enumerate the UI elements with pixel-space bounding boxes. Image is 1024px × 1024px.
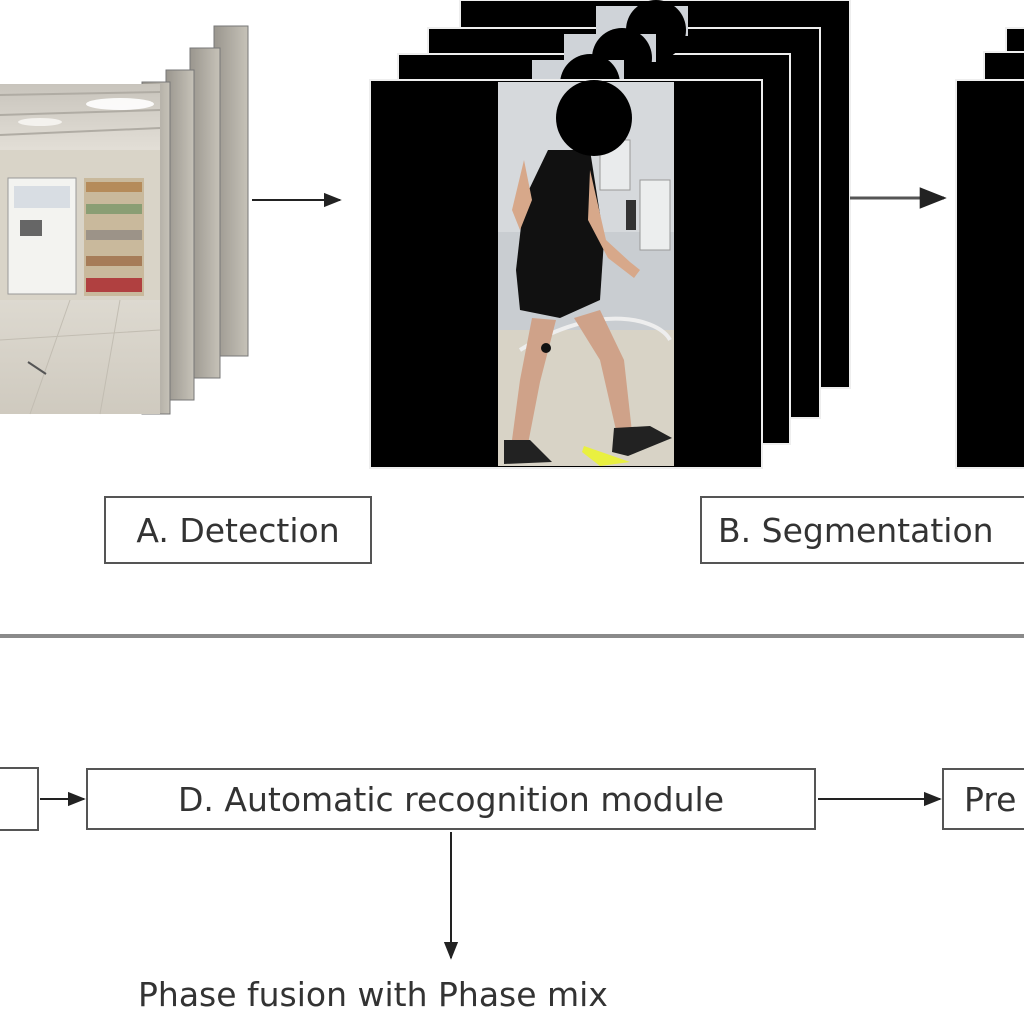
phase-fusion-label: Phase fusion with Phase mix — [138, 975, 608, 1014]
segmentation-frame-stack — [369, 0, 851, 469]
person-crop-image — [498, 80, 674, 466]
segmentation-label-box: B. Segmentation — [700, 496, 1024, 564]
office-scene-image — [0, 84, 161, 415]
prediction-box: Pre — [942, 768, 1024, 830]
detection-frame-stack — [0, 25, 249, 415]
stacked-frame — [955, 79, 1024, 469]
previous-module-box — [0, 767, 39, 831]
detection-label-box: A. Detection — [104, 496, 372, 564]
stacked-frame — [165, 69, 195, 401]
recognition-module-label: D. Automatic recognition module — [178, 779, 724, 819]
face-mask-circle — [556, 80, 632, 156]
next-stage-frame-stack — [955, 27, 1024, 469]
recognition-module-box: D. Automatic recognition module — [86, 768, 816, 830]
segmentation-label: B. Segmentation — [718, 510, 994, 550]
prediction-label: Pre — [964, 779, 1017, 819]
stacked-frame — [189, 47, 221, 379]
detection-label: A. Detection — [136, 510, 340, 550]
